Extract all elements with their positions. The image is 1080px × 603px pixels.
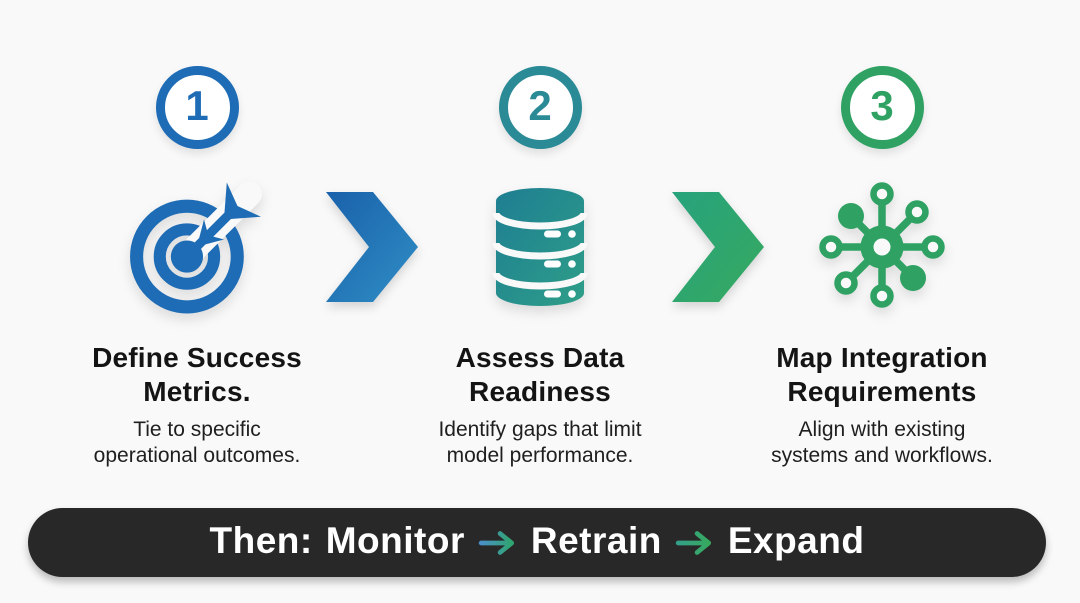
arrow-right-icon xyxy=(675,530,711,555)
step-3-description: Align with existing systems and workflow… xyxy=(771,418,993,467)
step-3-title: Map Integration Requirements xyxy=(776,342,988,407)
step-3: 3 xyxy=(722,0,1042,603)
step-1-title: Define Success Metrics. xyxy=(92,342,302,407)
step-1-number-badge: 1 xyxy=(155,66,239,149)
footer-bar: Then: Monitor Retrain Expand xyxy=(28,508,1046,577)
chevron-right-icon xyxy=(672,192,764,302)
step-2-number-badge: 2 xyxy=(498,66,582,149)
step-2: 2 Assess Data Readiness xyxy=(380,0,700,603)
network-icon xyxy=(815,175,949,319)
footer-item-expand: Expand xyxy=(727,520,865,561)
database-icon xyxy=(488,175,592,319)
footer-item-monitor: Monitor xyxy=(325,520,465,561)
step-3-number: 3 xyxy=(870,82,894,129)
footer-item-retrain: Retrain xyxy=(530,520,662,561)
step-2-number: 2 xyxy=(528,82,552,129)
step-2-description: Identify gaps that limit model performan… xyxy=(438,418,642,467)
step-3-number-badge: 3 xyxy=(840,66,924,149)
footer-label: Then: xyxy=(209,520,313,561)
step-1: 1 Define Success Metrics. Tie to specifi… xyxy=(37,0,357,603)
step-1-number: 1 xyxy=(185,82,209,129)
chevron-right-icon xyxy=(326,192,418,302)
step-2-title: Assess Data Readiness xyxy=(455,342,625,407)
arrow-right-icon xyxy=(478,530,514,555)
step-1-description: Tie to specific operational outcomes. xyxy=(93,418,301,467)
target-icon xyxy=(126,175,268,319)
